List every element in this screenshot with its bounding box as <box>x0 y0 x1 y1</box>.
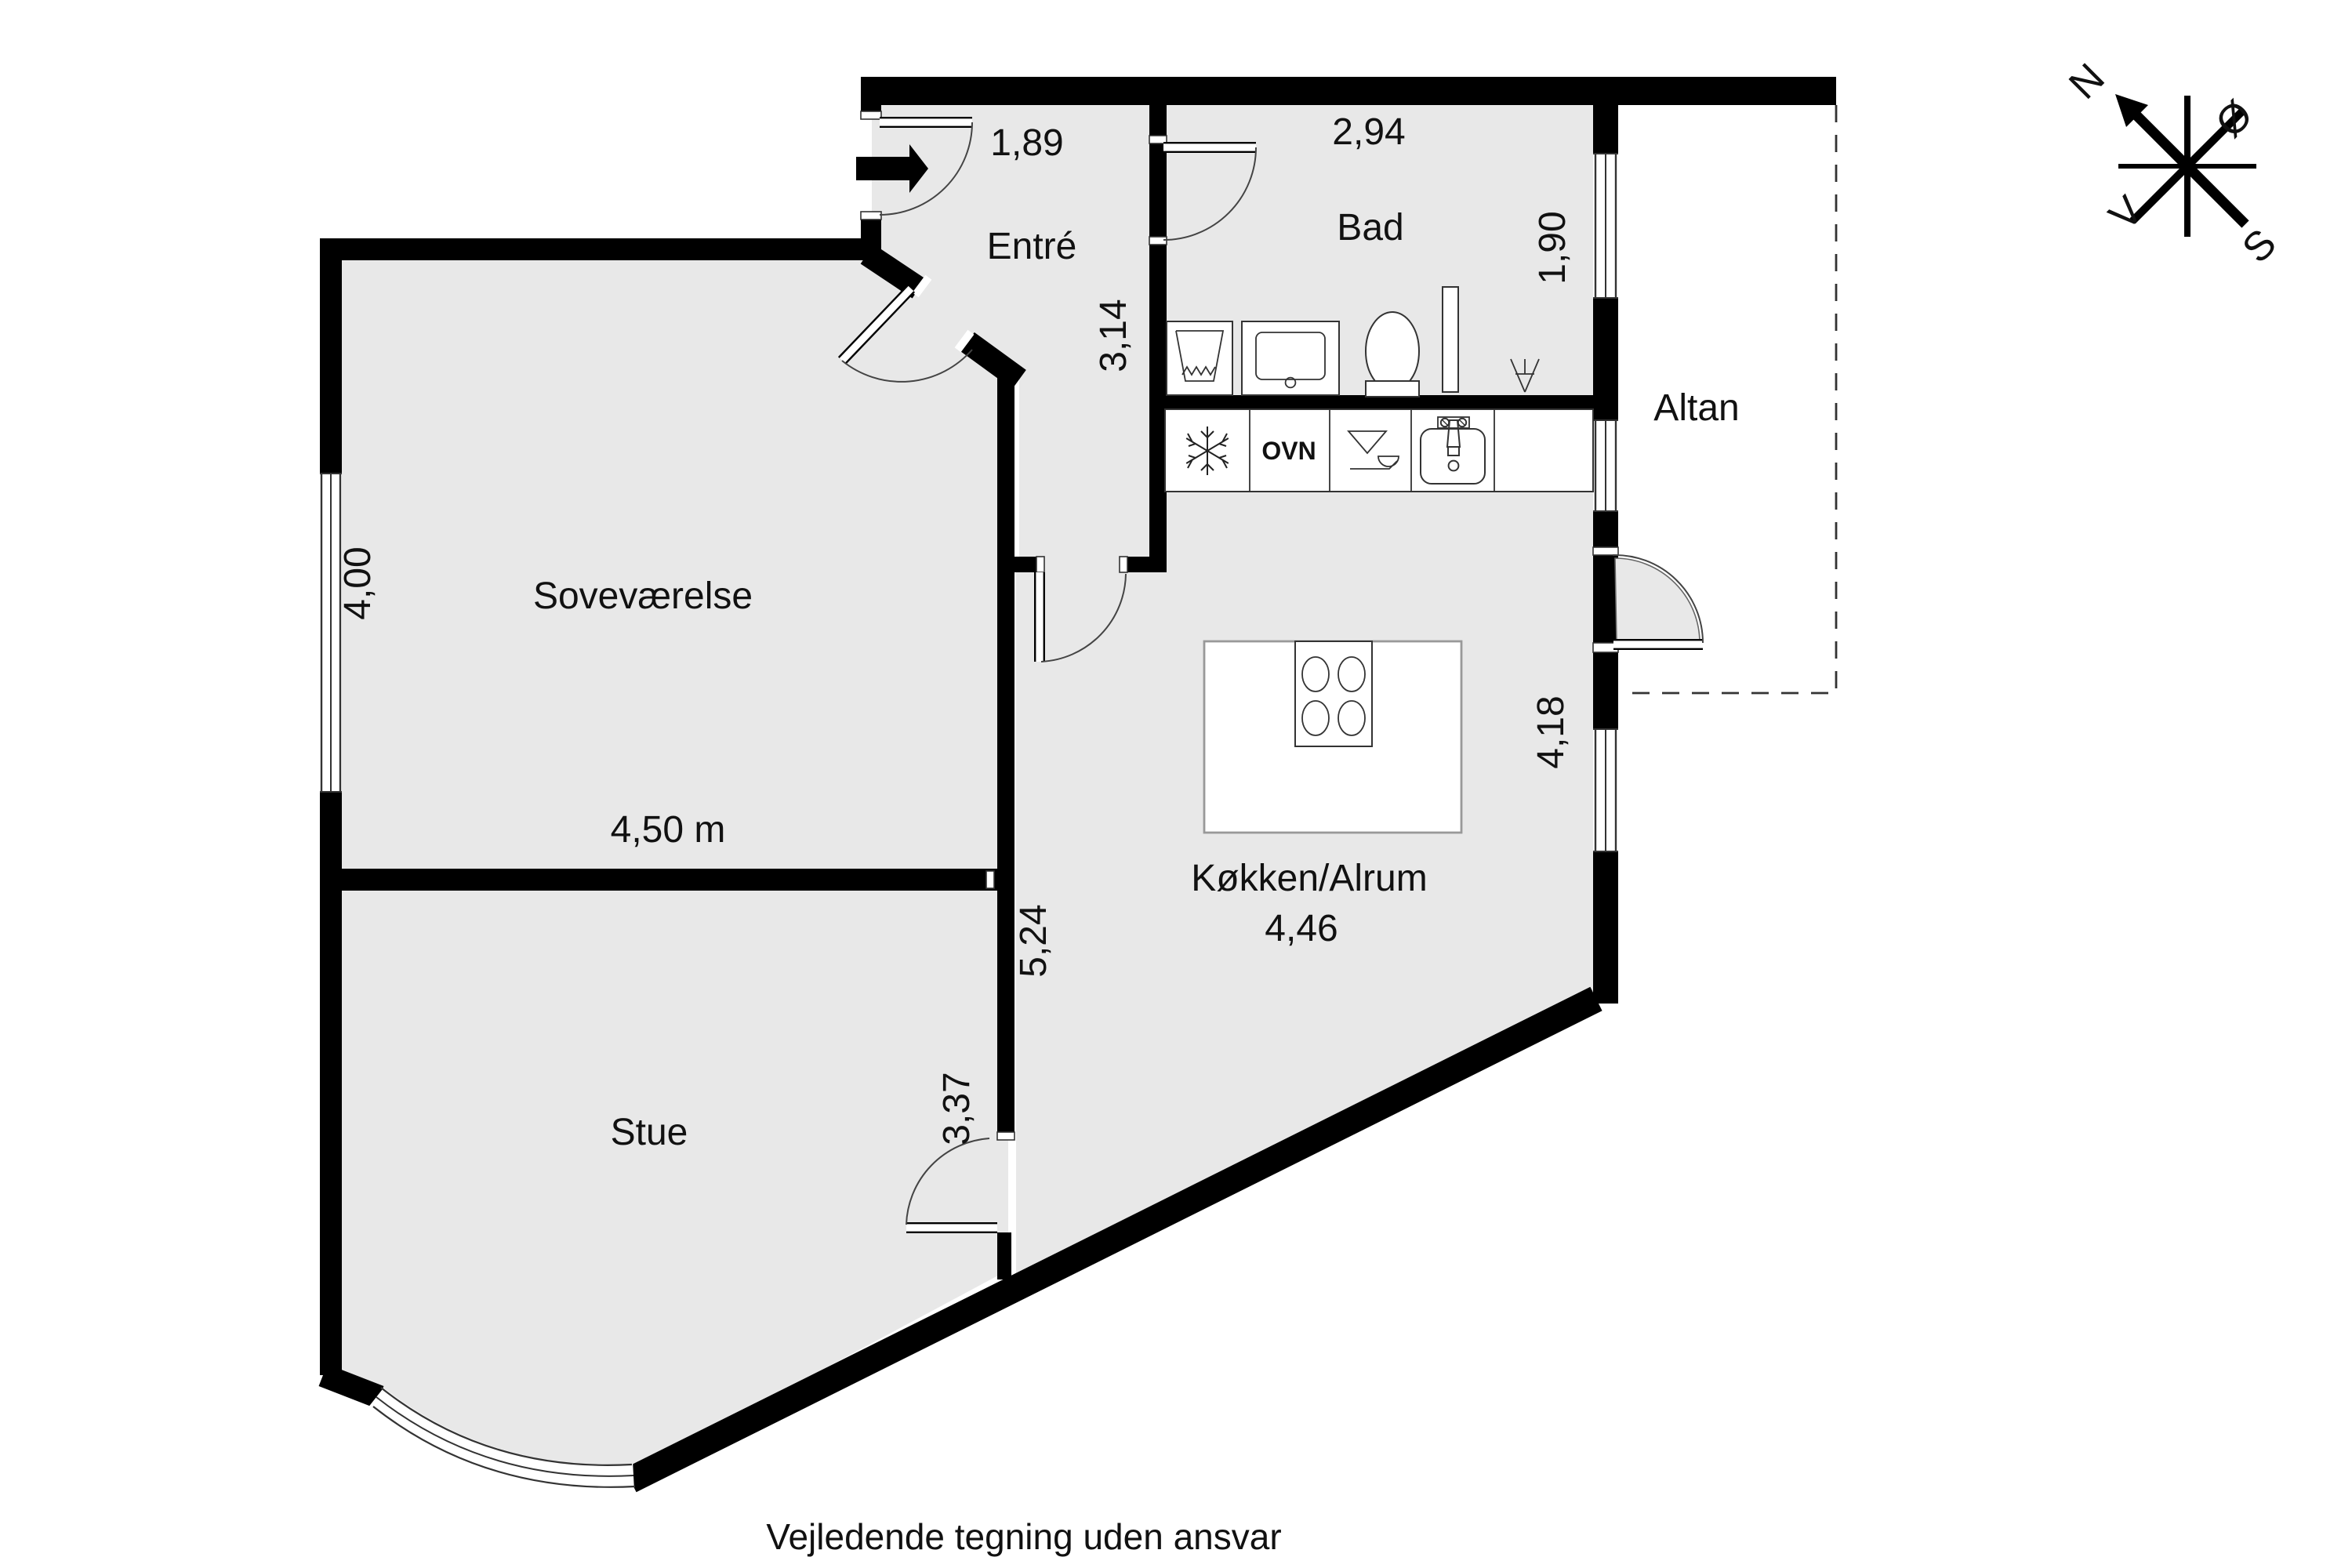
toilet-icon <box>1365 311 1420 397</box>
room-label-kokken: Køkken/Alrum <box>1191 858 1427 899</box>
dim-sove-side: 4,00 <box>337 546 379 619</box>
entre-diagonal-wall-upper <box>860 244 926 299</box>
compass-north-arrowhead <box>2115 94 2148 127</box>
bathroom-fixtures <box>1166 286 1540 397</box>
dim-corridor-wall: 5,24 <box>1013 904 1054 977</box>
bad-door-arc <box>1163 147 1257 241</box>
stue-floor <box>331 877 1008 1470</box>
room-label-entre: Entré <box>987 226 1077 267</box>
sove-door-jamb-upper <box>912 274 932 298</box>
stue-door-jamb <box>996 1131 1015 1141</box>
balcony-door-arc <box>1612 554 1704 644</box>
disclaimer-note: Vejledende tegning uden ansvar <box>766 1516 1281 1557</box>
dim-sove-bottom: 4,50 m <box>611 809 726 851</box>
room-label-stue: Stue <box>611 1112 688 1153</box>
dim-entre-side: 3,14 <box>1093 299 1134 372</box>
kokken-upper-window <box>1593 419 1618 512</box>
room-label-sovevaerelse: Soveværelse <box>533 575 753 617</box>
entrance-jamb-bottom <box>860 211 882 220</box>
stue-kokken-diagonal-outer-wall <box>624 986 1602 1493</box>
floor-drain-icon <box>1510 358 1540 393</box>
shower-partition <box>1442 286 1459 393</box>
dishwasher-icon <box>1347 430 1399 470</box>
dim-bad-side: 1,90 <box>1532 211 1573 284</box>
dim-stue-wall: 3,37 <box>936 1072 978 1145</box>
kitchen-sink-icon <box>1420 416 1486 485</box>
kitchen-door-wall-left <box>1011 557 1036 572</box>
sovevaerelse-top-wall <box>320 238 873 260</box>
room-label-bad: Bad <box>1337 207 1403 249</box>
balcony-door-jamb-top <box>1592 546 1619 556</box>
bad-door-jamb-top <box>1149 135 1167 144</box>
dim-kokken-side: 4,18 <box>1530 695 1572 768</box>
dim-bad-top: 2,94 <box>1332 111 1405 153</box>
stue-door-arc <box>906 1138 990 1225</box>
stue-door <box>906 1138 997 1233</box>
bad-door <box>1163 142 1257 241</box>
doors <box>837 117 1704 1233</box>
stue-curved-window <box>368 1387 636 1488</box>
sove-door-jamb-lower <box>954 329 975 353</box>
balcony-door-swing <box>1614 557 1700 644</box>
entrance-door-arc <box>879 122 973 216</box>
kokken-door-arc <box>1040 573 1127 662</box>
labels: 1,89 Entré 2,94 Bad 1,90 3,14 Altan 4,00… <box>337 111 1740 1557</box>
entre-floor <box>872 99 1162 564</box>
entrance-wall-stub-top <box>861 77 881 111</box>
compass-label-north: N <box>2060 55 2114 108</box>
sovevaerelse-door <box>837 285 973 383</box>
corridor-vertical-wall <box>997 365 1014 1132</box>
bad-west-wall <box>1149 105 1167 557</box>
entrance-door <box>879 117 973 216</box>
washing-machine-icon <box>1166 321 1233 396</box>
kitchen-counter: OVN <box>1164 408 1594 492</box>
windows <box>320 111 1619 1488</box>
stue-corner-cut-wall <box>318 1364 384 1408</box>
kitchen-island <box>1203 640 1463 834</box>
sovevaerelse-floor <box>331 248 1004 875</box>
entrance-arrow-icon <box>856 144 928 193</box>
altan-dashed-outline <box>1620 105 1838 695</box>
compass-north-arrow-shaft <box>2132 111 2249 228</box>
compass-label-west: V <box>2100 187 2152 239</box>
vanity-sink-icon <box>1241 321 1340 396</box>
kitchen-door-jamb-right <box>1119 556 1128 573</box>
sovevaerelse-door-arc <box>841 349 973 383</box>
oven-label: OVN <box>1261 437 1316 465</box>
stue-door-stub-wall <box>997 1232 1011 1279</box>
bad-window <box>1593 153 1618 299</box>
entrance-jamb-top <box>860 111 882 120</box>
compass-label-south: S <box>2234 220 2285 272</box>
balcony-door <box>1612 554 1704 650</box>
dim-kokken-center: 4,46 <box>1265 908 1338 949</box>
kokken-door <box>1034 572 1127 662</box>
fridge-snowflake-icon <box>1185 426 1229 475</box>
kitchen-door-wall-right <box>1127 557 1167 572</box>
divider-wall-end-jamb <box>985 870 995 889</box>
kitchen-door-jamb-left <box>1036 556 1045 573</box>
bad-door-jamb-bottom <box>1149 236 1167 245</box>
bad-kitchen-divider-wall <box>1165 395 1593 409</box>
left-outer-wall <box>320 238 342 1375</box>
cooktop-icon <box>1294 641 1373 747</box>
dim-entrance-top: 1,89 <box>990 122 1063 164</box>
counter-outline <box>1164 408 1594 492</box>
sove-stue-divider-wall <box>342 869 997 891</box>
outer-top-wall <box>861 77 1836 105</box>
compass-rose: N Ø S V <box>2060 55 2285 272</box>
sovevaerelse-window <box>320 473 342 793</box>
kokken-lower-window <box>1593 728 1618 852</box>
room-label-altan: Altan <box>1653 387 1739 429</box>
